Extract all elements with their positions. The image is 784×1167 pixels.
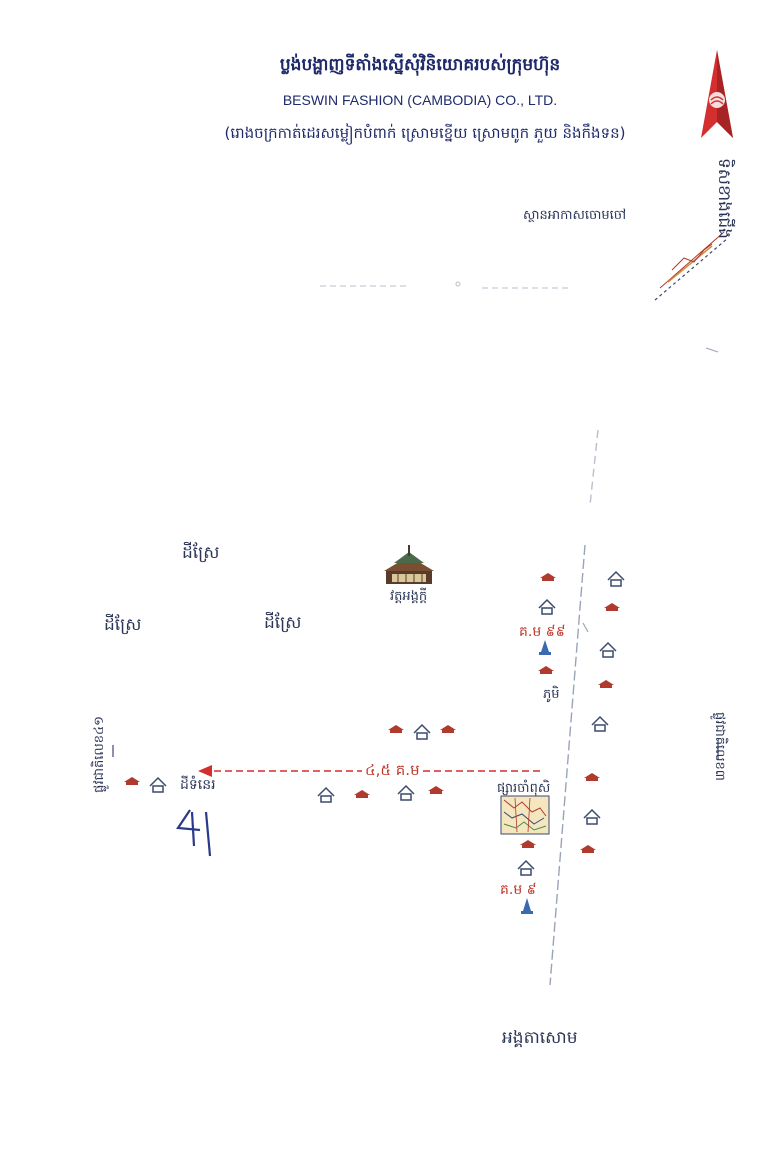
road-left-label: ផ្លូវជាតិលេខ៤១ xyxy=(92,716,107,793)
handwritten-text: 41 xyxy=(175,810,215,856)
north-arrow-icon xyxy=(701,50,733,138)
map-title-english: BESWIN FASHION (CAMBODIA) CO., LTD. xyxy=(282,92,558,108)
empty-land-label: ដីទំនេរ xyxy=(180,777,216,793)
airport-runway-icon xyxy=(654,231,729,353)
km-marker-upper-label: គ.ម ៩៩ xyxy=(519,624,566,640)
house-icons xyxy=(149,570,625,876)
project-site-icon xyxy=(500,795,550,835)
compass-label: ទិសខាងជើង xyxy=(714,158,734,239)
pagoda-label: វត្តអង្គក្តី xyxy=(390,589,428,604)
distance-label: ៤,៥ គ.ម xyxy=(362,761,423,783)
handwritten-mark xyxy=(176,809,212,857)
project-site-label: ផ្សារចាំពុសិ xyxy=(497,781,551,796)
km-marker-lower-icon xyxy=(521,898,533,914)
rice-field-label-1: ដីស្រែ xyxy=(182,543,220,563)
house-roof-icons xyxy=(124,573,620,853)
map-subtitle: (រោងចក្រកាត់ដេរសម្លៀកបំពាក់ ស្រោមខ្នើយ ស… xyxy=(224,124,626,142)
road-right-label: ផ្លូវជាតិលេខ៣ xyxy=(712,712,727,781)
rice-field-label-2: ដីស្រែ xyxy=(104,615,142,635)
pagoda-icon xyxy=(384,545,434,584)
rice-field-label-3: ដីស្រែ xyxy=(264,613,302,633)
map-title-khmer: ប្លង់បង្ហាញទីតាំងស្នើសុំវិនិយោគរបស់ក្រុម… xyxy=(279,55,561,75)
commune-label: អង្គតាសោម xyxy=(502,1028,578,1048)
village-label: ភូមិ xyxy=(543,687,560,702)
km-marker-lower-label: គ.ម ៩ xyxy=(500,882,537,898)
airport-label: ស្ថានអាកាសចោមចៅ xyxy=(523,208,627,223)
km-marker-upper-icon xyxy=(539,640,551,655)
